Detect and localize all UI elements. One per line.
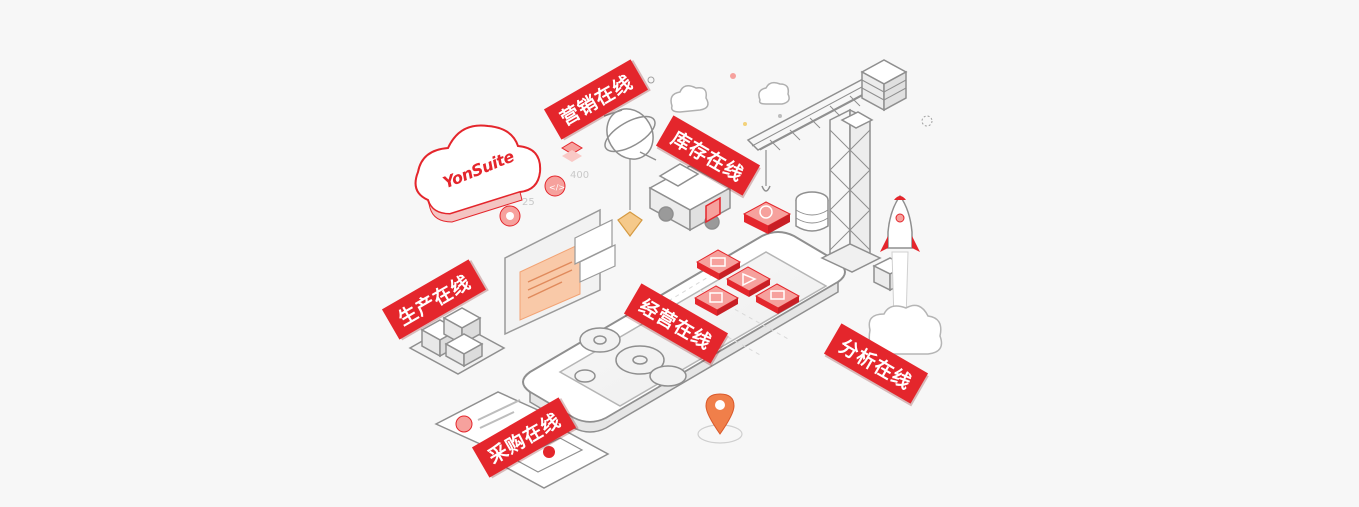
blimp-icon [603,108,657,161]
badge-count-left: 25 [522,197,535,208]
document-app-icon [693,285,740,316]
decorative-dots [647,73,933,127]
package-icon [617,150,643,237]
stat-badges: </> [499,141,583,227]
report-screen [504,208,616,336]
app-tiles [693,249,801,316]
cloud-icon [414,124,542,223]
gears-icon [579,327,687,387]
camera-app-icon [695,249,742,280]
badge-count-right: 400 [570,170,590,181]
rocket-icon [868,194,943,355]
server-stack-icon [408,307,506,375]
chat-app-icon [754,283,801,314]
small-clouds [670,81,790,113]
clock-box-icon [742,201,792,234]
play-app-icon [725,266,772,297]
location-pin-icon [697,393,743,444]
crane-icon [746,59,908,273]
svg-text:</>: </> [549,183,565,192]
